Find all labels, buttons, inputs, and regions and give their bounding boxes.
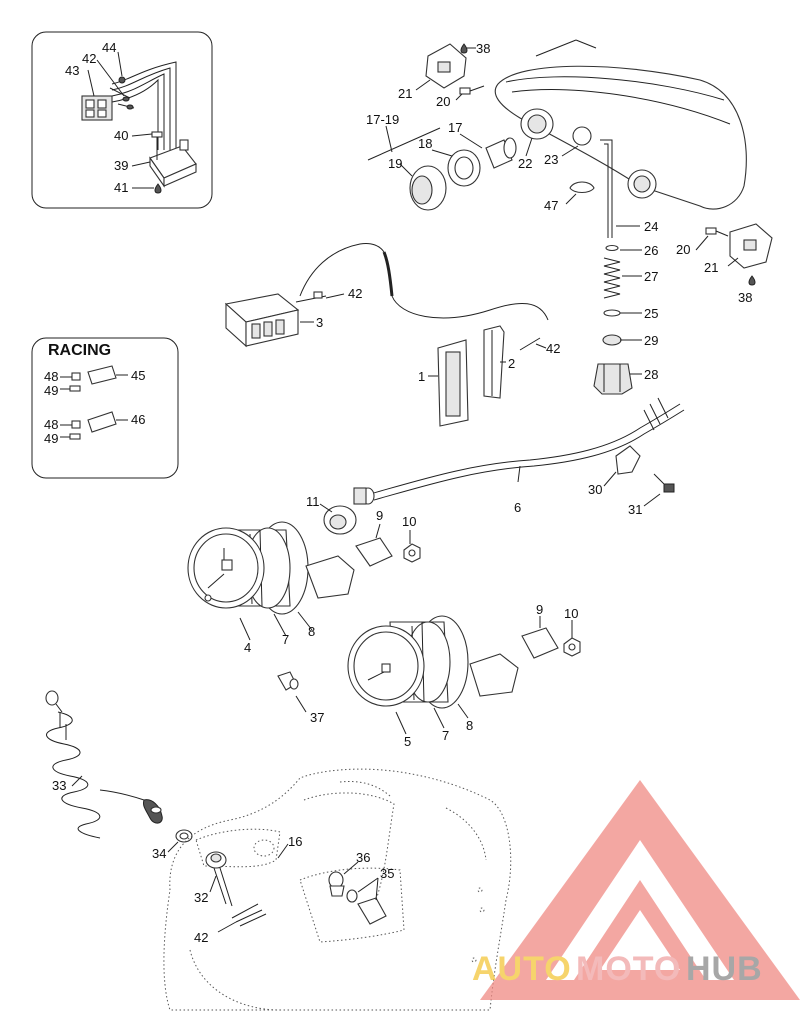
- callout-4: 4: [244, 640, 251, 655]
- callout-45: 45: [131, 368, 145, 383]
- callout-8-b: 8: [466, 718, 473, 733]
- callout-17: 17: [448, 120, 462, 135]
- callout-18: 18: [418, 136, 432, 151]
- callout-8-a: 8: [308, 624, 315, 639]
- sender-11-icon: [323, 505, 357, 535]
- callout-42: 42: [82, 51, 96, 66]
- ring-18-icon: [447, 149, 481, 187]
- key-33-icon: [143, 799, 163, 824]
- part-1-icon: [437, 339, 469, 427]
- callout-37: 37: [310, 710, 324, 725]
- callout-11: 11: [306, 494, 320, 509]
- callout-9-a: 9: [376, 508, 383, 523]
- callout-46: 46: [131, 412, 145, 427]
- bulb-17-icon: [485, 137, 517, 169]
- callout-48-a: 48: [44, 369, 58, 384]
- callout-41: 41: [114, 180, 128, 195]
- callout-30: 30: [588, 482, 602, 497]
- module-39-icon: [149, 145, 197, 188]
- callout-33: 33: [52, 778, 66, 793]
- callout-21-right: 21: [704, 260, 718, 275]
- spring-27-icon: [603, 257, 621, 299]
- callout-49-a: 49: [44, 383, 58, 398]
- callout-6: 6: [514, 500, 521, 515]
- callout-1: 1: [418, 369, 425, 384]
- callout-38-top: 38: [476, 41, 490, 56]
- callout-42-harness: 42: [348, 286, 362, 301]
- callout-22: 22: [518, 156, 532, 171]
- callout-10-a: 10: [402, 514, 416, 529]
- callout-7-b: 7: [442, 728, 449, 743]
- callout-25: 25: [644, 306, 658, 321]
- socket-35-icon: [346, 889, 387, 925]
- racing-inset: RACING 45 48 49 46 48 49: [31, 337, 179, 479]
- callout-38-right: 38: [738, 290, 752, 305]
- callout-21-top: 21: [398, 86, 412, 101]
- logo-hub: HUB: [686, 950, 763, 988]
- callout-3: 3: [316, 315, 323, 330]
- callout-20-right: 20: [676, 242, 690, 257]
- callout-42-console: 42: [194, 930, 208, 945]
- callout-39: 39: [114, 158, 128, 173]
- callout-27: 27: [644, 269, 658, 284]
- nut-10-a-icon: [403, 543, 421, 563]
- callout-40: 40: [114, 128, 128, 143]
- callout-35: 35: [380, 866, 394, 881]
- cable-assembly: 6 30 31: [353, 397, 685, 517]
- connector-43-icon: [81, 95, 113, 121]
- callout-7-a: 7: [282, 632, 289, 647]
- callout-16: 16: [288, 834, 302, 849]
- callout-32: 32: [194, 890, 208, 905]
- bulb-37-group: 37: [277, 671, 324, 725]
- callout-19: 19: [388, 156, 402, 171]
- callout-42-pin: 42: [546, 341, 560, 356]
- gauge-4-assembly: 11 9 10 4 7 8: [187, 494, 421, 655]
- clamp-30-icon: [615, 445, 641, 475]
- callout-36: 36: [356, 850, 370, 865]
- callout-23: 23: [544, 152, 558, 167]
- headlight-assembly: 38 21 20 17-19 17 18 19 22 23 47 24 20 2…: [366, 39, 773, 395]
- callout-49-b: 49: [44, 431, 58, 446]
- callout-47: 47: [544, 198, 558, 213]
- cable-fitting-icon: [353, 487, 375, 505]
- bracket-2-icon: [483, 325, 505, 399]
- callout-43: 43: [65, 63, 79, 78]
- logo-moto: MOTO: [576, 950, 681, 988]
- callout-10-b: 10: [564, 606, 578, 621]
- callout-31: 31: [628, 502, 642, 517]
- harness-and-connectors: 42 3 42 1 2: [224, 243, 560, 427]
- gauge-5-assembly: 9 10 5 7 8: [347, 602, 581, 749]
- callout-28: 28: [644, 367, 658, 382]
- callout-26: 26: [644, 243, 658, 258]
- bracket-21-top-icon: [425, 43, 467, 89]
- nut-10-b-icon: [563, 637, 581, 657]
- callout-17-19: 17-19: [366, 112, 399, 127]
- callout-5: 5: [404, 734, 411, 749]
- wiring-inset: 44 42 43 40 39 41: [31, 31, 213, 209]
- logo-auto: AUTO: [472, 950, 572, 988]
- callout-44: 44: [102, 40, 116, 55]
- knob-28-icon: [593, 363, 633, 395]
- callout-2: 2: [508, 356, 515, 371]
- bracket-21-right-icon: [729, 223, 773, 269]
- connector-3-icon: [224, 293, 300, 348]
- boot-19-icon: [409, 165, 447, 211]
- callout-24: 24: [644, 219, 658, 234]
- callout-9-b: 9: [536, 602, 543, 617]
- tether-cord-33: 33 34: [45, 690, 193, 861]
- indicator-36-icon: [328, 871, 345, 897]
- automotohub-logo: AUTO MOTO HUB: [472, 780, 800, 1000]
- console-outline: 16 36 35 32 42: [163, 768, 512, 1011]
- callout-20-top: 20: [436, 94, 450, 109]
- callout-48-b: 48: [44, 417, 58, 432]
- racing-title: RACING: [48, 342, 111, 359]
- callout-29: 29: [644, 333, 658, 348]
- callout-34: 34: [152, 846, 166, 861]
- switch-32-icon: [205, 851, 233, 907]
